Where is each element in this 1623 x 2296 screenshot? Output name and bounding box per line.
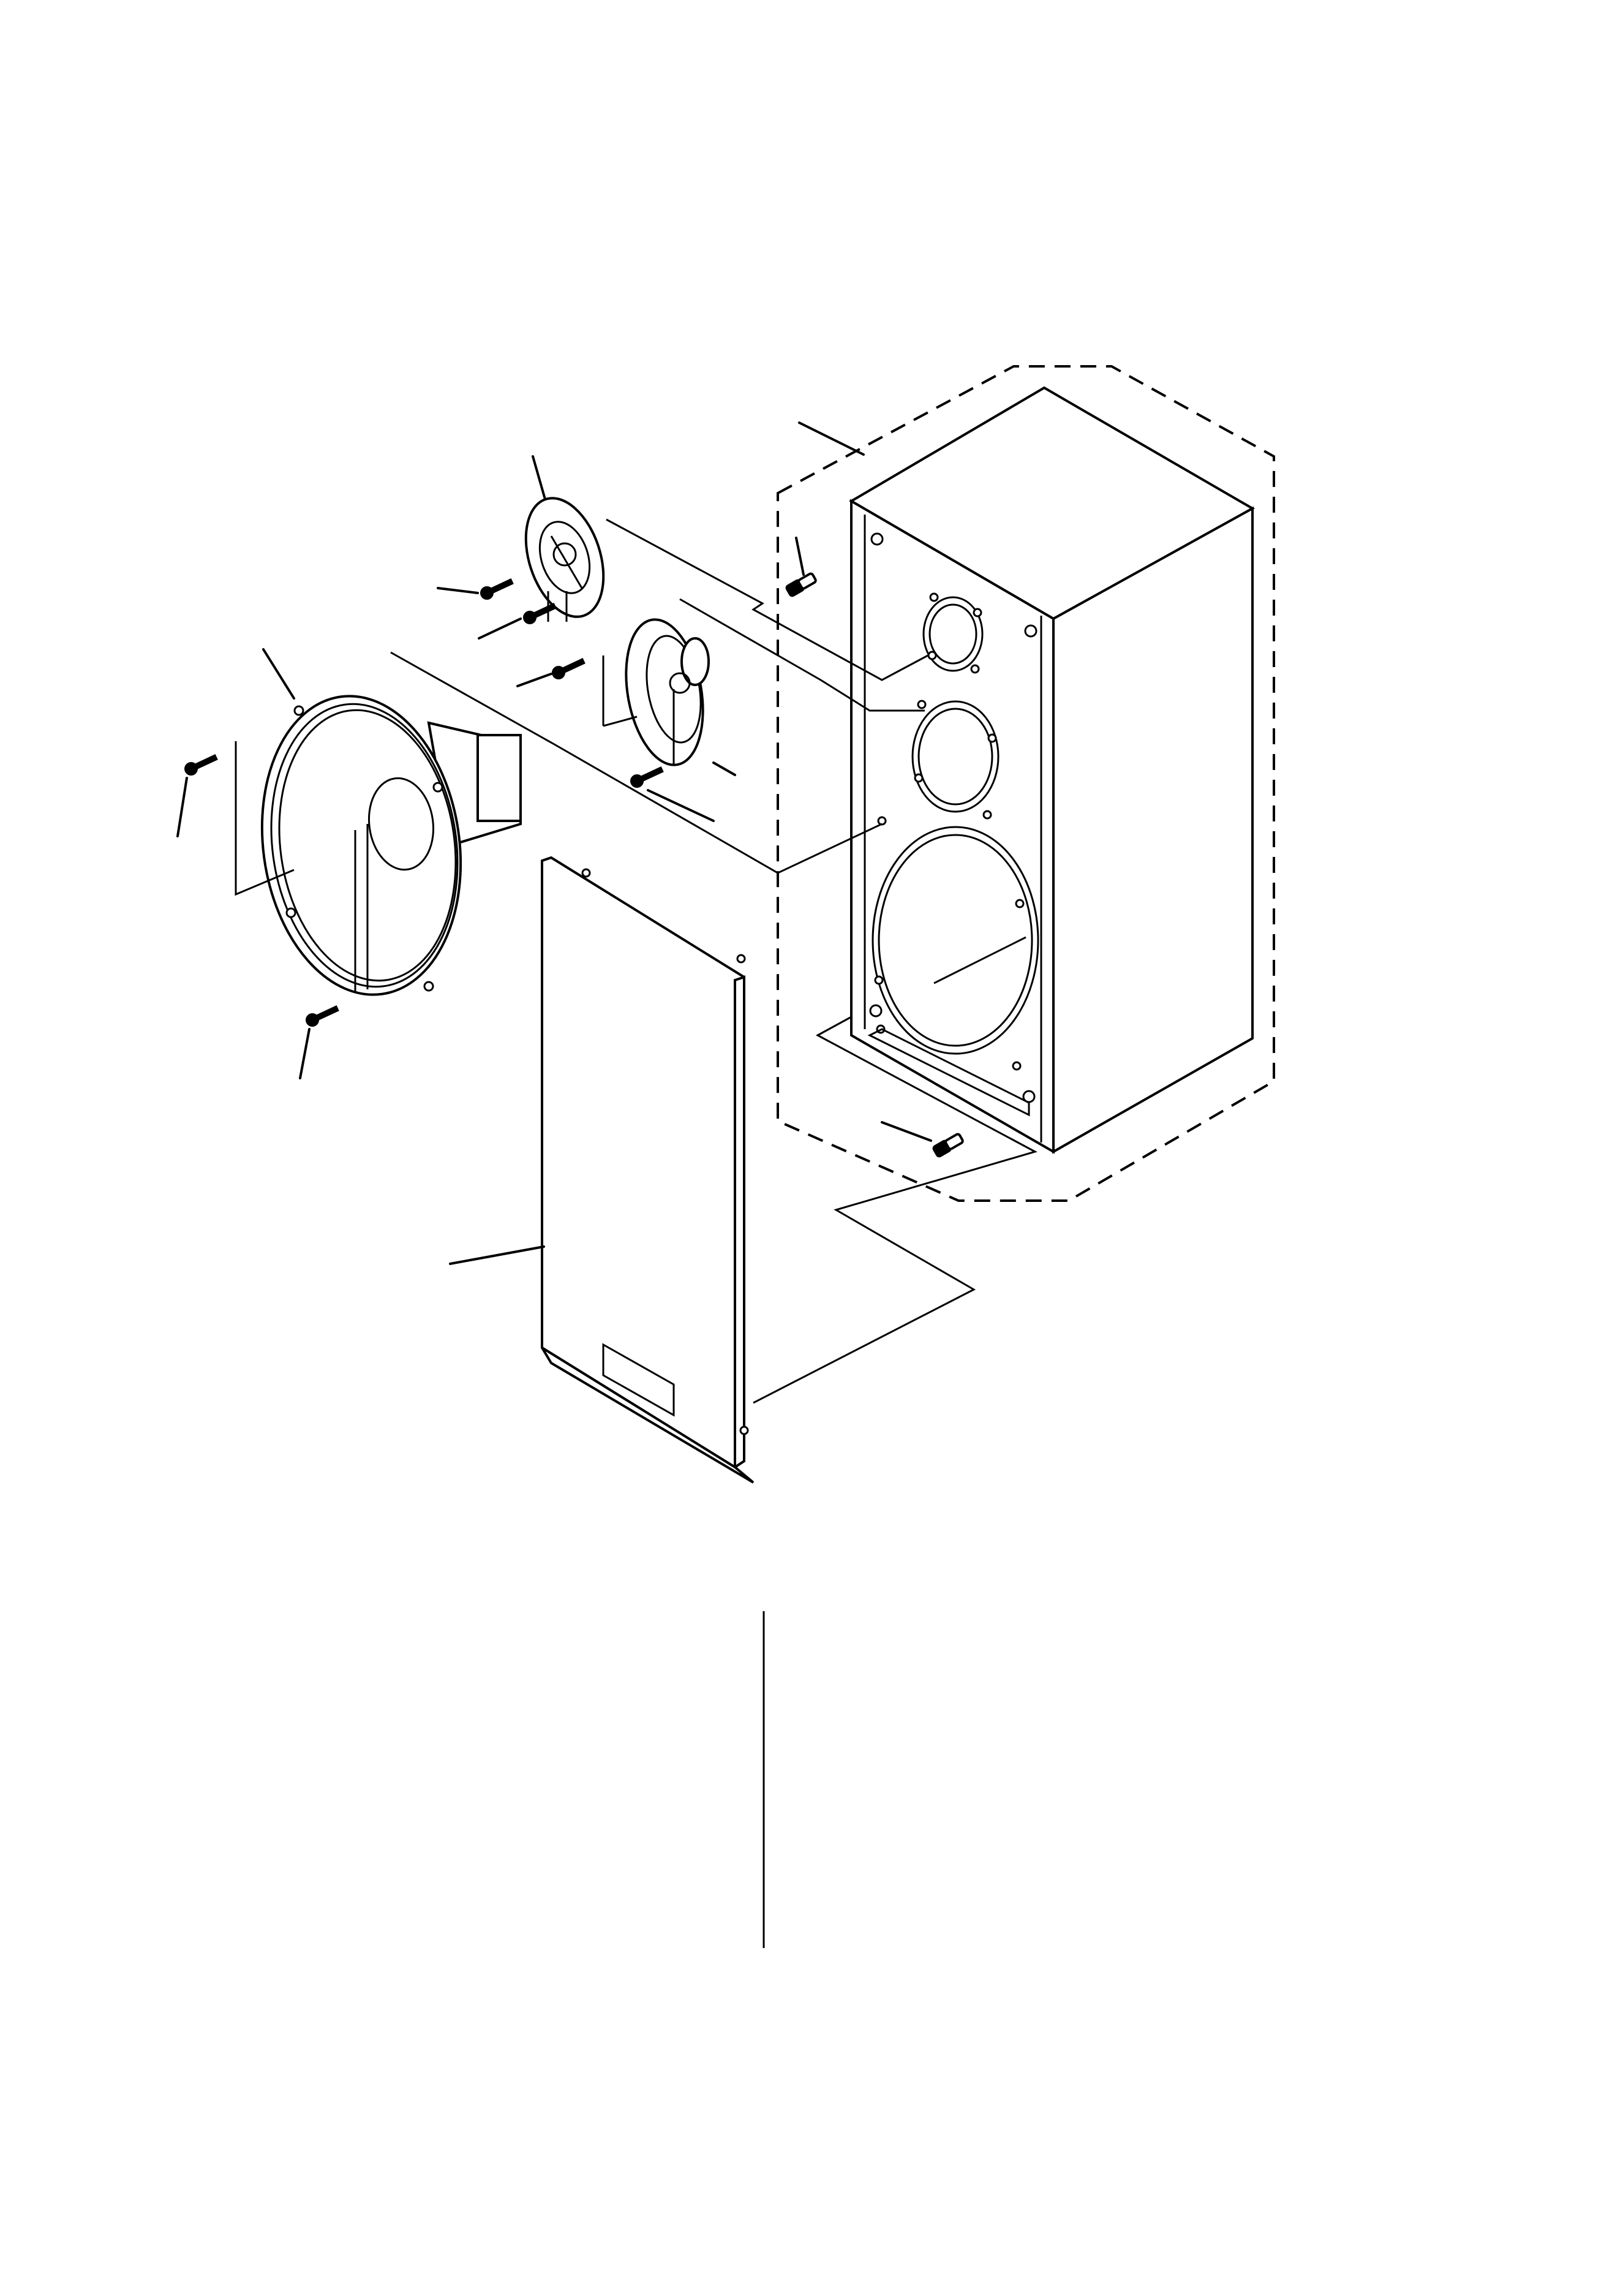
cabinet-assembly-outline bbox=[777, 365, 1275, 1202]
guide-line-grille bbox=[753, 1016, 1037, 1404]
woofer-icon bbox=[235, 695, 522, 996]
tweeter-icon bbox=[524, 497, 605, 622]
guide-line-woofer bbox=[390, 651, 883, 874]
grille-panel-icon bbox=[541, 856, 755, 1484]
grille-holder-icon bbox=[785, 572, 964, 1158]
speaker-cabinet-icon bbox=[849, 386, 1256, 1154]
guide-line-tweeter bbox=[606, 518, 928, 681]
screw-icon bbox=[184, 578, 664, 1027]
midrange-driver-icon bbox=[602, 618, 710, 766]
guide-line-midrange bbox=[679, 598, 925, 712]
callout-leaders bbox=[176, 421, 932, 1265]
